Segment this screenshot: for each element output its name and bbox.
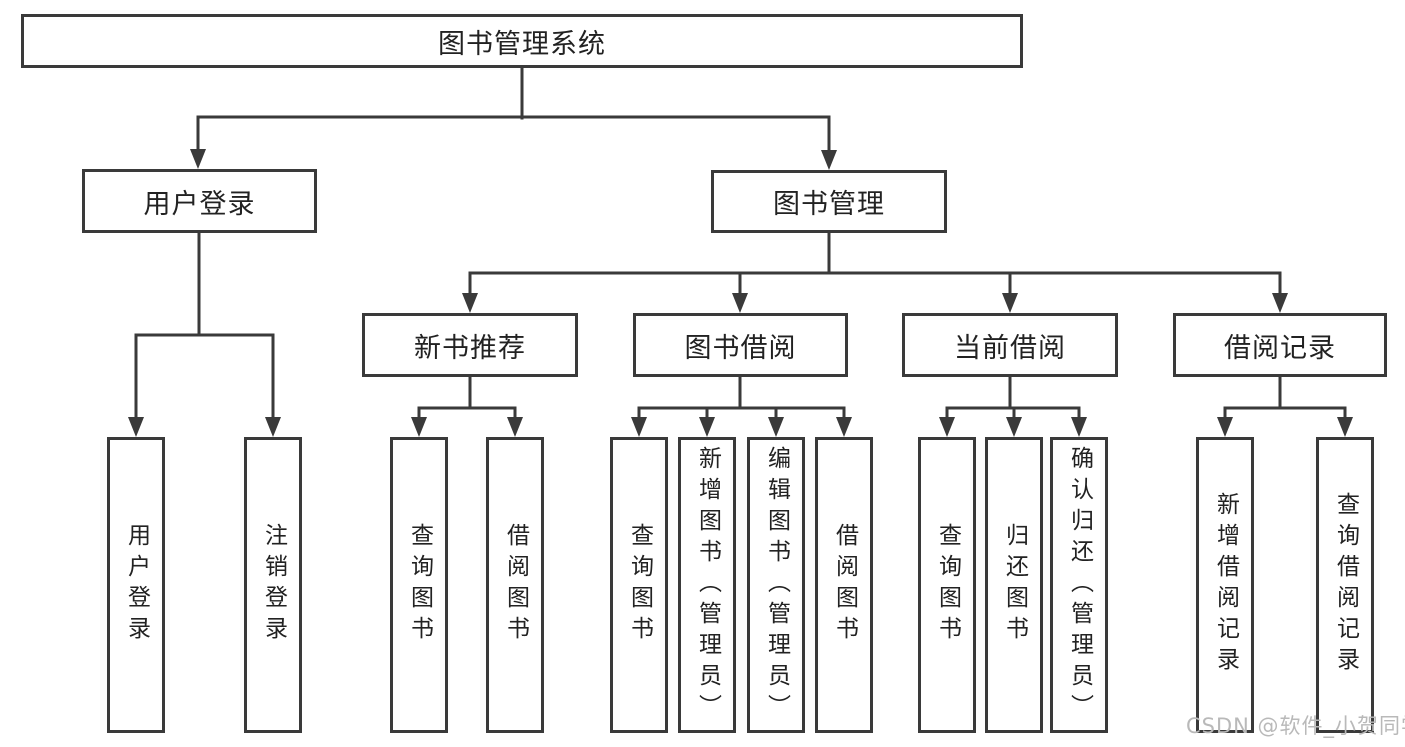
arrowheads [128, 149, 1353, 437]
node-book-borrowing: 图书借阅 [633, 313, 848, 377]
leaf-query-borrow-record: 查询借阅记录 [1316, 437, 1374, 733]
arrowhead-icon [699, 417, 715, 437]
leaf-query-books-borrowing: 查询图书 [610, 437, 668, 733]
arrowhead-icon [732, 293, 748, 313]
arrowhead-icon [1217, 417, 1233, 437]
csdn-watermark: CSDN @软件_小贺同学 [1186, 714, 1405, 738]
arrowhead-icon [836, 417, 852, 437]
leaf-add-books-admin: 新增图书（管理员） [678, 437, 736, 733]
leaf-user-login: 用户登录 [107, 437, 165, 733]
arrowhead-icon [1002, 293, 1018, 313]
leaf-edit-books-admin: 编辑图书（管理员） [747, 437, 805, 733]
leaf-query-books-current: 查询图书 [918, 437, 976, 733]
connector-path [134, 66, 1347, 422]
arrowhead-icon [265, 417, 281, 437]
node-library-management-system: 图书管理系统 [21, 14, 1023, 68]
arrowhead-icon [462, 293, 478, 313]
arrowhead-icon [1337, 417, 1353, 437]
leaf-add-borrow-record: 新增借阅记录 [1196, 437, 1254, 733]
arrowhead-icon [1006, 417, 1022, 437]
arrowhead-icon [768, 417, 784, 437]
leaf-borrow-books-borrowing: 借阅图书 [815, 437, 873, 733]
arrowhead-icon [1272, 293, 1288, 313]
arrowhead-icon [939, 417, 955, 437]
node-book-management: 图书管理 [711, 170, 947, 233]
arrowhead-icon [128, 417, 144, 437]
arrowhead-icon [1071, 417, 1087, 437]
leaf-borrow-books-recommend: 借阅图书 [486, 437, 544, 733]
arrowhead-icon [411, 417, 427, 437]
leaf-confirm-return-admin: 确认归还（管理员） [1050, 437, 1108, 733]
arrowhead-icon [821, 150, 837, 170]
arrowhead-icon [631, 417, 647, 437]
arrowhead-icon [507, 417, 523, 437]
node-new-book-recommendation: 新书推荐 [362, 313, 578, 377]
node-borrowing-records: 借阅记录 [1173, 313, 1387, 377]
node-user-login: 用户登录 [82, 169, 317, 233]
node-current-borrowing: 当前借阅 [902, 313, 1118, 377]
leaf-query-books-recommend: 查询图书 [390, 437, 448, 733]
leaf-logout: 注销登录 [244, 437, 302, 733]
arrowhead-icon [190, 149, 206, 169]
leaf-return-books: 归还图书 [985, 437, 1043, 733]
